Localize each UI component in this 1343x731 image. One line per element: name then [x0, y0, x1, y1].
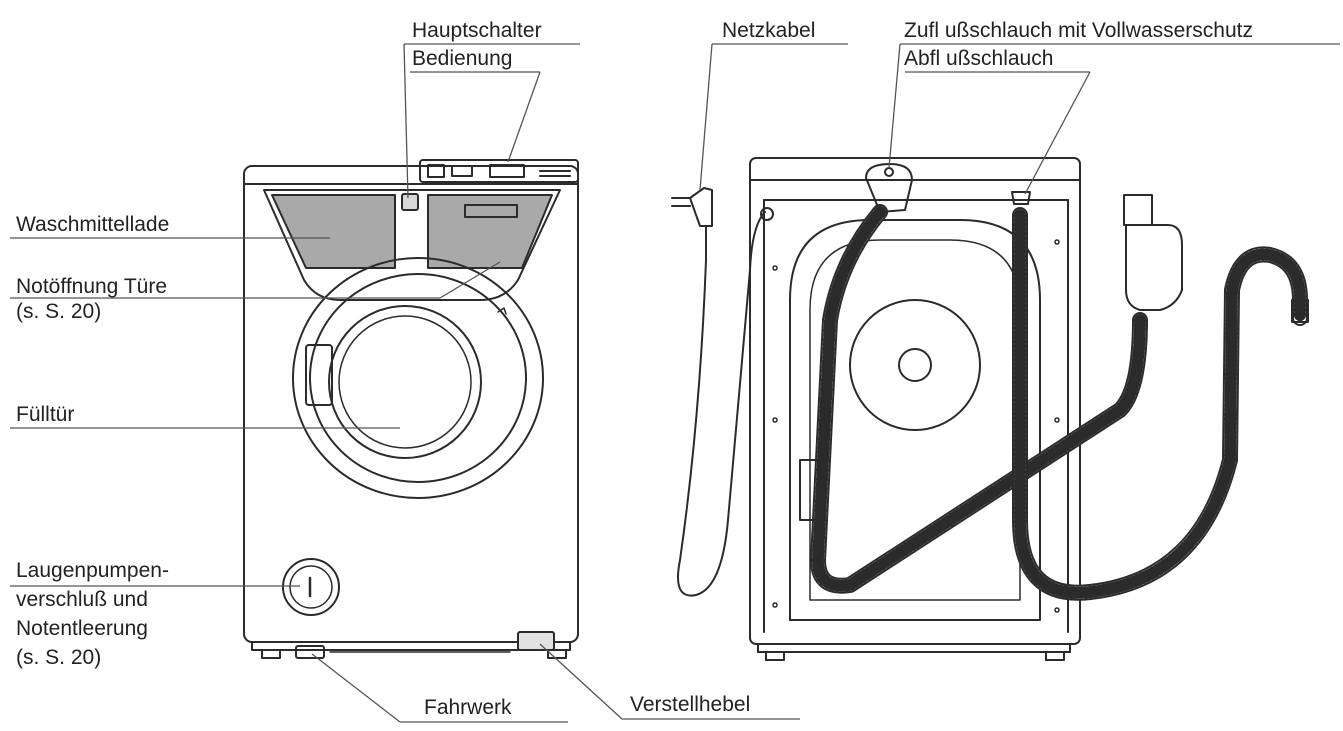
- label-ablaufschlauch: Abfl ußschlauch: [904, 47, 1054, 70]
- door-glass-inner: [338, 315, 472, 449]
- label-bedienung: Bedienung: [412, 47, 513, 70]
- castor-wheel: [295, 645, 325, 659]
- label-fahrwerk: Fahrwerk: [424, 696, 512, 719]
- power-cable: [677, 211, 766, 597]
- leader-lines: [10, 43, 1340, 723]
- inlet-connector: [865, 163, 913, 213]
- main-switch: [401, 193, 419, 211]
- door-glass: [328, 305, 482, 459]
- front-foot-left: [261, 649, 281, 659]
- control-panel: [419, 159, 579, 183]
- inlet-screw: [884, 167, 894, 177]
- rear-view: [671, 157, 1309, 661]
- label-verstellhebel: Verstellhebel: [630, 693, 751, 716]
- transport-bracket: [799, 459, 823, 521]
- detergent-fascia: [263, 189, 561, 301]
- pump-cover-inner: [289, 565, 333, 609]
- label-laugenpumpe: Laugenpumpen- verschluß und Notentleerun…: [16, 559, 169, 669]
- detergent-drawer-right: [427, 194, 553, 269]
- detergent-drawer-left: [271, 194, 396, 269]
- control-knob-icon: [427, 164, 445, 178]
- aquastop-box: [1125, 224, 1183, 311]
- cable-grommet: [760, 207, 774, 221]
- label-waschmittellade: Waschmittellade: [16, 213, 170, 236]
- emergency-release-mark: [497, 307, 507, 315]
- control-button-icon: [451, 165, 473, 177]
- rear-plinth: [757, 643, 1071, 653]
- label-fuelltuer: Fülltür: [16, 403, 75, 426]
- adjusting-lever: [517, 631, 555, 651]
- aquastop-fitting: [1123, 194, 1153, 226]
- drum-pulley: [849, 299, 981, 431]
- pulley-hub: [898, 348, 932, 382]
- label-zulaufschlauch: Zufl ußschlauch mit Vollwasserschutz: [904, 19, 1253, 42]
- rear-panel: [789, 219, 1041, 621]
- pump-cover: [282, 558, 340, 616]
- front-foot-right: [547, 649, 567, 659]
- power-plug: [689, 187, 713, 227]
- door-hinge: [305, 344, 333, 406]
- drain-hook-end: [1291, 299, 1309, 323]
- inlet-hose: [810, 204, 1148, 594]
- control-display-icon: [489, 164, 525, 178]
- drain-clamp: [1011, 191, 1031, 205]
- front-view: [243, 159, 579, 659]
- door-ring: [309, 273, 527, 483]
- label-hauptschalter: Hauptschalter: [412, 19, 542, 42]
- label-netzkabel: Netzkabel: [722, 19, 816, 42]
- door-bezel: [292, 257, 544, 499]
- drawer-handle: [464, 204, 518, 218]
- label-notoeffnung: Notöffnung Türe (s. S. 20): [16, 275, 167, 323]
- front-plinth: [251, 641, 571, 651]
